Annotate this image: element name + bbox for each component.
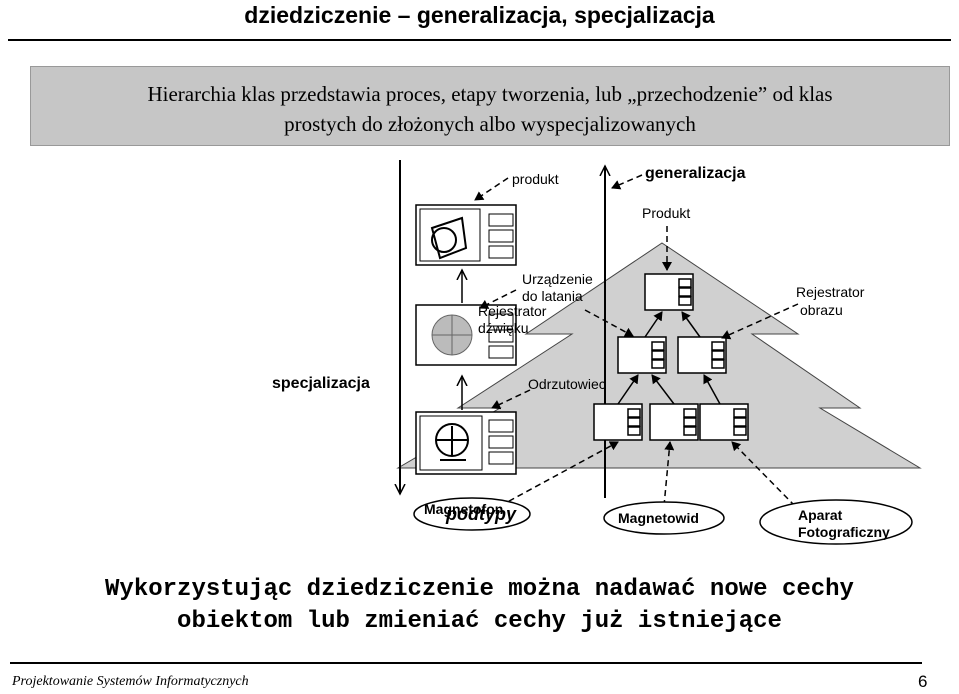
label-produkt-lower: produkt [512, 171, 559, 187]
class-box-level2-left [617, 336, 667, 374]
label-odrzutowiec: Odrzutowiec [528, 376, 606, 392]
class-box-level3-3 [699, 403, 749, 441]
pointer-rejestrator-dzwieku [584, 309, 634, 337]
label-rejestrator-dzwieku-2: dźwięku [478, 320, 529, 336]
summary-note: Wykorzystując dziedziczenie można nadawa… [0, 574, 959, 638]
leaf-ellipse-magnetofon [413, 497, 531, 531]
pointer-produkt-lower [474, 177, 509, 201]
intro-line-2: prostych do złożonych albo wyspecjalizow… [284, 112, 696, 136]
label-generalizacja: generalizacja [645, 165, 746, 182]
connector-l3-3 [703, 374, 721, 405]
slide-title: dziedziczenie – generalizacja, specjaliz… [244, 2, 715, 28]
label-aparat-1: Aparat [798, 507, 843, 523]
connector-l2r-l1 [681, 311, 701, 338]
class-box-level3-2 [649, 403, 699, 441]
pointer-urzadzenie [479, 289, 517, 309]
label-urzadzenie-1: Urządzenie [522, 271, 593, 287]
connector-l2l-l1 [644, 311, 663, 338]
icon-panel-middle [415, 304, 517, 366]
footer-divider [10, 662, 922, 664]
page-number: 6 [918, 672, 928, 691]
intro-line-1: Hierarchia klas przedstawia proces, etap… [147, 82, 833, 106]
label-urzadzenie-2: do latania [522, 288, 583, 304]
pointer-odrzutowiec [491, 389, 531, 410]
label-podtypy: podtypy [446, 504, 516, 524]
icon-panel-top [415, 204, 517, 266]
connector-l3-1 [617, 374, 639, 405]
label-rejestrator-dzwieku-1: Rejestrator [478, 303, 547, 319]
summary-note-line-2: obiektom lub zmieniać cechy już istnieją… [177, 608, 782, 635]
class-box-level2-right [677, 336, 727, 374]
label-aparat-2: Fotograficzny [798, 524, 890, 540]
connector-l3-2 [651, 374, 675, 405]
intro-box: Hierarchia klas przedstawia proces, etap… [30, 66, 950, 146]
label-produkt-upper: Produkt [642, 205, 691, 221]
footer-course-name: Projektowanie Systemów Informatycznych [12, 674, 249, 689]
pointer-generalizacja [611, 174, 643, 190]
label-magnetofon: Magnetofon [424, 501, 504, 517]
leaf-ellipse-aparat [759, 499, 913, 545]
icon-panel-bottom [415, 411, 517, 475]
pointer-magnetofon [499, 441, 619, 507]
label-rejestrator-obrazu-2: obrazu [800, 302, 843, 318]
class-box-level1 [644, 273, 694, 311]
leaf-ellipse-magnetowid [603, 501, 725, 535]
pointer-aparat [731, 441, 796, 507]
pointer-magnetowid [663, 441, 675, 507]
class-box-level3-1 [593, 403, 643, 441]
pointer-rejestrator-obrazu [721, 303, 799, 340]
label-magnetowid: Magnetowid [618, 510, 699, 526]
label-specjalizacja: specjalizacja [272, 375, 370, 392]
label-rejestrator-obrazu-1: Rejestrator [796, 284, 865, 300]
title-divider [8, 39, 951, 41]
summary-note-line-1: Wykorzystując dziedziczenie można nadawa… [105, 576, 854, 603]
